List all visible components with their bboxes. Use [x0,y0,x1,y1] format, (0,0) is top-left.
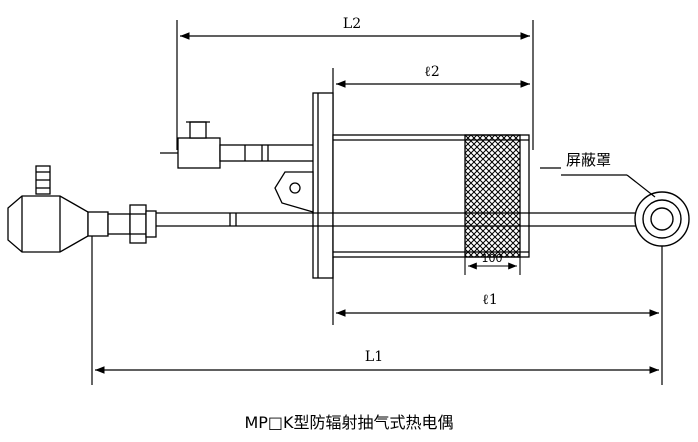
radiation-shield [634,191,690,247]
dimension-L2 [176,20,534,150]
dimension-l2-label: ℓ2 [424,64,440,80]
bracket-lug [274,171,314,213]
gland-fitting [107,204,157,244]
dimension-100-label: 100 [482,252,503,265]
probe-shaft [155,212,648,227]
dimension-l1 [332,246,663,385]
dimension-L1-label: L1 [365,349,383,365]
screen-mesh [464,134,521,258]
figure-caption: MP□K型防辐射抽气式热电偶 [244,413,453,432]
suction-tube [160,121,321,169]
dimension-L1 [91,236,659,385]
dimension-l1-label: ℓ1 [482,292,498,308]
dimension-L2-label: L2 [343,16,361,32]
shield-callout-leader [540,167,656,198]
dimension-100 [464,257,521,275]
mounting-flange [312,92,334,279]
junction-head [7,165,109,253]
shield-callout-label: 屏蔽罩 [566,151,611,169]
